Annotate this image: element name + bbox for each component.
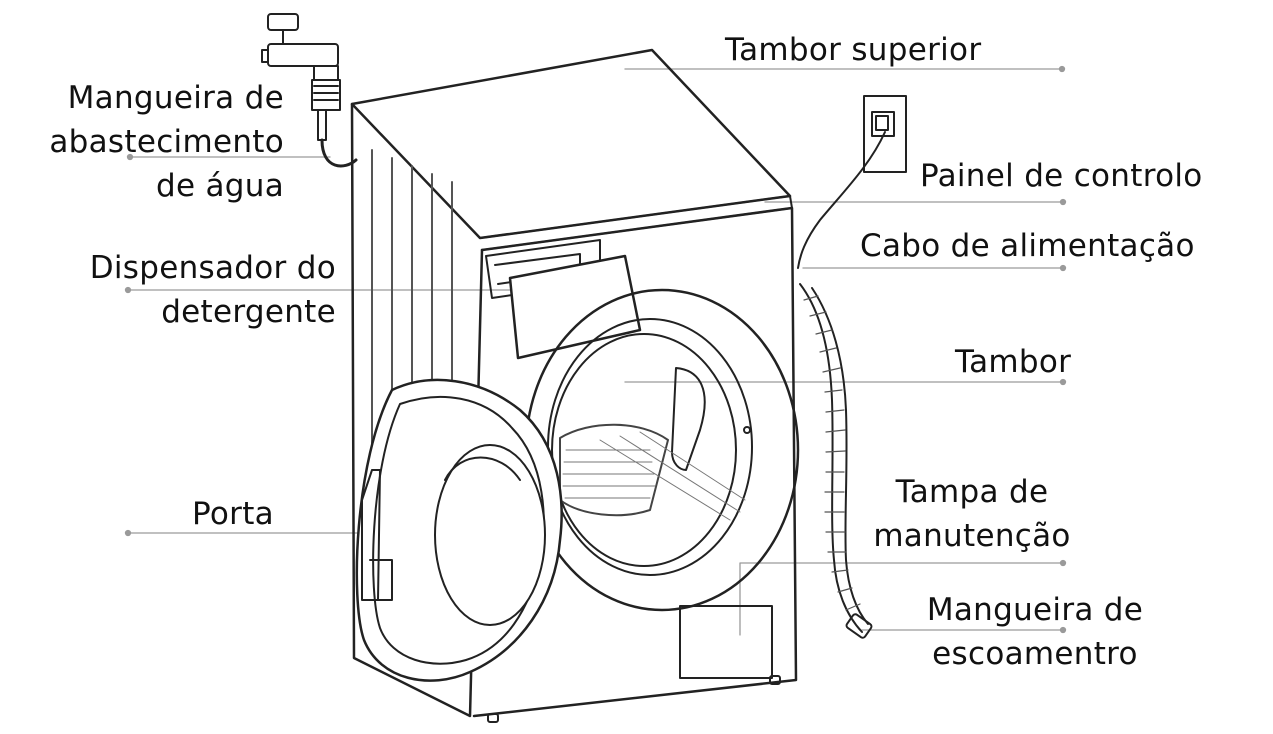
drain-hose — [799, 283, 873, 639]
label-top-drum: Tambor superior — [725, 32, 982, 68]
door — [355, 378, 563, 682]
power-cable — [797, 131, 886, 269]
label-drum: Tambor — [955, 344, 1072, 380]
detergent-dispenser-drawer — [485, 239, 642, 360]
drum — [524, 288, 800, 612]
service-cover — [679, 605, 773, 679]
label-door: Porta — [192, 496, 274, 532]
label-drain-hose: Mangueira de escoamentro — [926, 592, 1144, 672]
label-power-cable: Cabo de alimentação — [860, 228, 1195, 264]
label-detergent-dispenser: Dispensador do detergente — [89, 250, 336, 330]
label-control-panel: Painel de controlo — [920, 158, 1203, 194]
label-supply-hose: Mangueira de abastecimento de água — [49, 80, 284, 204]
faucet-icon — [261, 13, 341, 141]
leader-service-cover — [739, 562, 1064, 636]
label-service-cover: Tampa de manutenção — [873, 474, 1071, 554]
